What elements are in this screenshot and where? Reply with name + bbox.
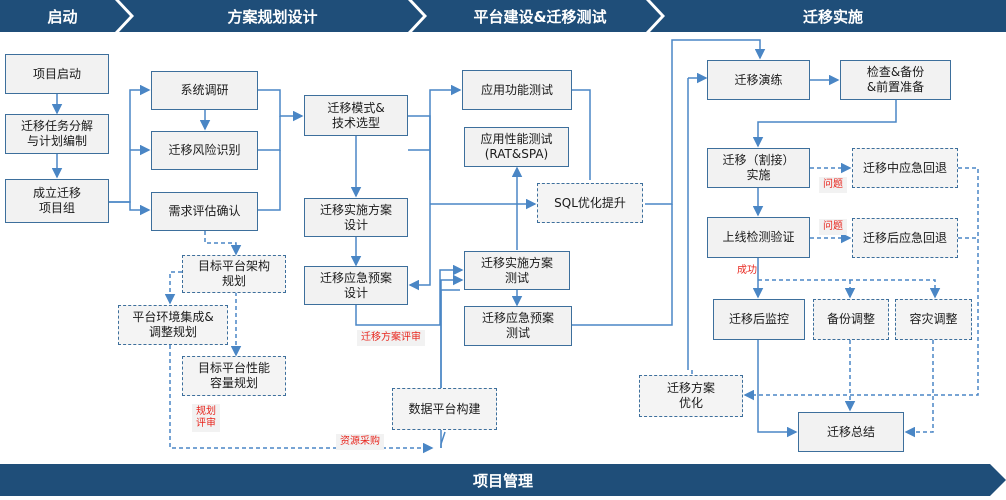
note-review-migration: 迁移方案评审 xyxy=(357,330,425,346)
box-team-setup: 成立迁移 项目组 xyxy=(5,179,109,223)
phase-arrow-start xyxy=(0,0,130,32)
phase-label-build: 平台建设&迁移测试 xyxy=(473,7,607,26)
box-perf-test: 应用性能测试 (RAT&SPA) xyxy=(464,127,569,167)
box-impl-plan-design: 迁移实施方案 设计 xyxy=(304,198,408,237)
phase-arrow-design xyxy=(119,0,423,32)
footer-label: 项目管理 xyxy=(472,471,533,490)
phase-arrow-build xyxy=(412,0,661,32)
box-task-breakdown: 迁移任务分解 与计划编制 xyxy=(5,114,109,154)
box-fallback-post: 迁移后应急回退 xyxy=(852,218,958,258)
box-dr-adjust: 容灾调整 xyxy=(895,299,972,340)
box-project-start: 项目启动 xyxy=(5,54,109,94)
box-cutover: 迁移（割接） 实施 xyxy=(707,148,810,188)
box-impl-plan-test: 迁移实施方案 测试 xyxy=(464,251,570,290)
box-fallback-mid: 迁移中应急回退 xyxy=(852,148,958,188)
box-migration-mode: 迁移模式& 技术选型 xyxy=(304,95,408,136)
box-risk-identify: 迁移风险识别 xyxy=(151,131,258,170)
box-requirement-confirm: 需求评估确认 xyxy=(151,192,258,231)
note-issue-verify: 问题 xyxy=(819,219,847,235)
note-review-plan: 规划 评审 xyxy=(192,404,220,432)
box-summary: 迁移总结 xyxy=(798,412,904,452)
box-post-monitor: 迁移后监控 xyxy=(713,299,805,340)
note-issue-cutover: 问题 xyxy=(819,177,847,193)
phase-label-implement: 迁移实施 xyxy=(802,7,863,26)
phase-label-design: 方案规划设计 xyxy=(227,7,318,26)
box-capacity-plan: 目标平台性能 容量规划 xyxy=(182,356,286,396)
box-plan-optimize: 迁移方案 优化 xyxy=(639,375,743,417)
box-check-backup: 检查&备份 &前置准备 xyxy=(840,60,951,100)
box-sql-opt: SQL优化提升 xyxy=(537,183,643,223)
box-data-platform: 数据平台构建 xyxy=(392,388,497,430)
box-target-arch: 目标平台架构 规划 xyxy=(182,255,286,293)
box-backup-adjust: 备份调整 xyxy=(813,299,889,340)
box-contingency-design: 迁移应急预案 设计 xyxy=(304,266,408,305)
note-resource-purchase: 资源采购 xyxy=(336,434,384,450)
box-env-integration: 平台环境集成& 调整规划 xyxy=(118,305,228,345)
footer-banner: 项目管理 xyxy=(0,464,1006,496)
box-system-survey: 系统调研 xyxy=(151,71,258,110)
phase-arrow-implement xyxy=(650,0,1006,32)
box-online-verify: 上线检测验证 xyxy=(707,217,810,258)
phase-label-start: 启动 xyxy=(47,7,78,26)
box-rehearsal: 迁移演练 xyxy=(707,60,810,100)
note-success: 成功 xyxy=(737,265,757,276)
box-contingency-test: 迁移应急预案 测试 xyxy=(464,306,572,346)
box-func-test: 应用功能测试 xyxy=(462,70,572,110)
